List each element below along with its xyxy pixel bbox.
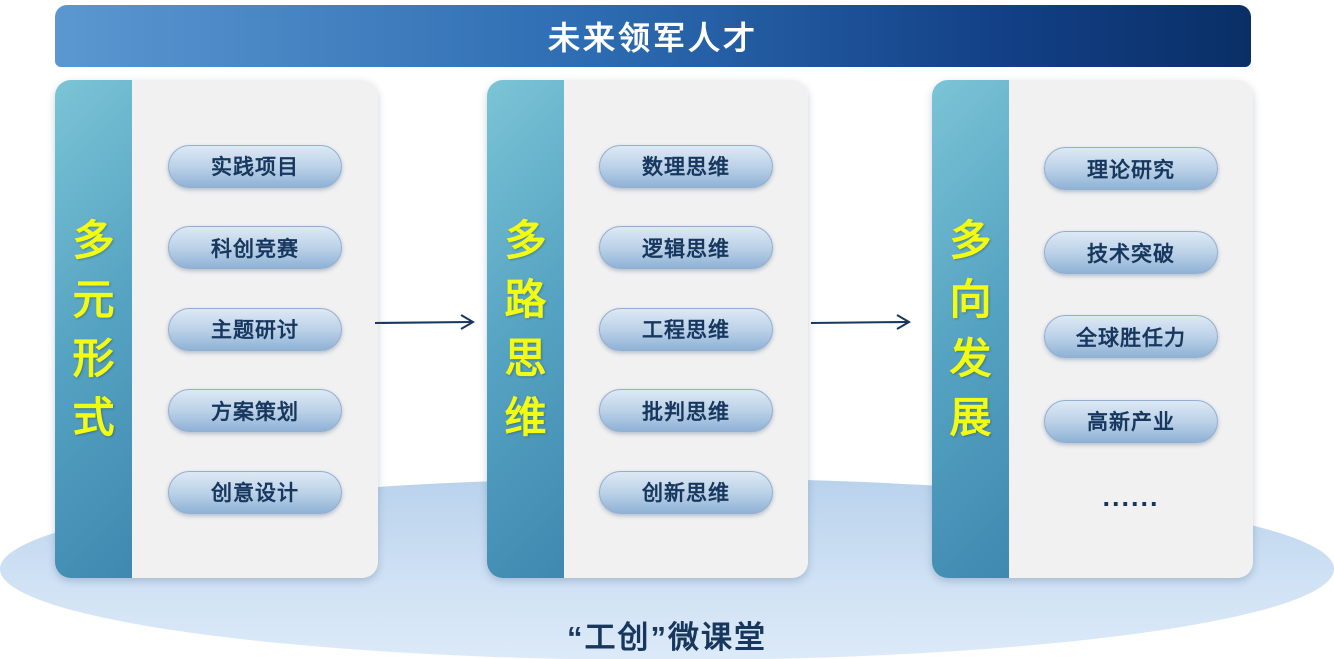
pill-theory-research: 理论研究: [1044, 147, 1218, 191]
pill-engineering-thinking: 工程思维: [599, 307, 773, 351]
pill-innovative-thinking: 创新思维: [599, 470, 773, 514]
vertical-label-char: 元: [72, 275, 115, 323]
pill-math-thinking: 数理思维: [599, 144, 773, 188]
column-multi-direction-development: 多 向 发 展 理论研究 技术突破 全球胜任力 高新产业 ......: [932, 80, 1253, 578]
pill-critical-thinking: 批判思维: [599, 389, 773, 432]
footer: “工创”微课堂: [0, 612, 1334, 657]
vertical-label-char: 展: [949, 393, 992, 441]
panel-multi-direction-development: 理论研究 技术突破 全球胜任力 高新产业 ......: [1009, 80, 1253, 578]
arrow-right-icon: [810, 314, 911, 330]
vertical-label-char: 多: [504, 216, 547, 264]
column-diverse-forms: 多 元 形 式 实践项目 科创竞赛 主题研讨 方案策划 创意设计: [55, 80, 378, 578]
pill-sci-competition: 科创竞赛: [168, 226, 342, 269]
vertical-label-char: 路: [504, 275, 547, 323]
vertical-label-multi-path-thinking: 多 路 思 维: [487, 80, 564, 578]
vertical-label-char: 式: [72, 393, 115, 441]
pill-practice-project: 实践项目: [168, 144, 342, 188]
ellipsis-more: ......: [1102, 481, 1160, 512]
pill-creative-design: 创意设计: [168, 470, 342, 514]
arrow-right-icon: [374, 314, 475, 330]
vertical-label-char: 向: [949, 275, 992, 323]
panel-diverse-forms: 实践项目 科创竞赛 主题研讨 方案策划 创意设计: [132, 80, 378, 578]
banner: 未来领军人才: [55, 5, 1251, 67]
pill-hightech-industry: 高新产业: [1044, 399, 1218, 443]
pill-global-competence: 全球胜任力: [1044, 315, 1218, 359]
vertical-label-char: 多: [72, 216, 115, 264]
vertical-label-char: 思: [504, 334, 547, 382]
footer-title: “工创”微课堂: [567, 620, 767, 655]
pill-plan-design: 方案策划: [168, 389, 342, 432]
pill-topic-seminar: 主题研讨: [168, 307, 342, 351]
column-multi-path-thinking: 多 路 思 维 数理思维 逻辑思维 工程思维 批判思维 创新思维: [487, 80, 808, 578]
banner-title: 未来领军人才: [547, 20, 758, 56]
pill-tech-breakthrough: 技术突破: [1044, 231, 1218, 275]
vertical-label-char: 多: [949, 216, 992, 264]
vertical-label-multi-direction-development: 多 向 发 展: [932, 80, 1009, 578]
panel-multi-path-thinking: 数理思维 逻辑思维 工程思维 批判思维 创新思维: [564, 80, 808, 578]
pill-logic-thinking: 逻辑思维: [599, 226, 773, 269]
vertical-label-char: 维: [504, 393, 547, 441]
vertical-label-diverse-forms: 多 元 形 式: [55, 80, 132, 578]
vertical-label-char: 发: [949, 334, 992, 382]
vertical-label-char: 形: [72, 334, 115, 382]
